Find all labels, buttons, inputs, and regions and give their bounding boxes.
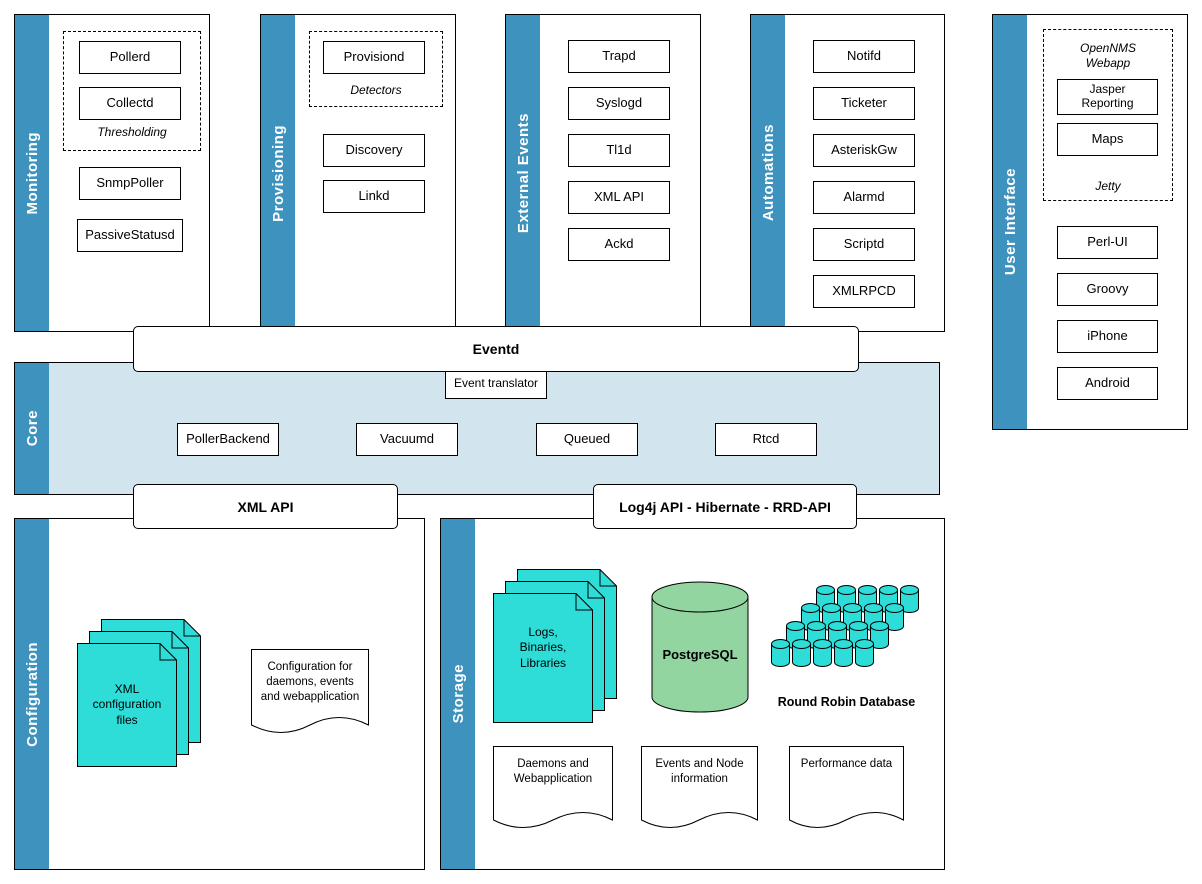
daemons-webapp-document-icon: Daemons and Webapplication	[493, 746, 613, 836]
detectors-caption: Detectors	[350, 83, 402, 97]
node-event-translator: Event translator	[445, 368, 547, 399]
user-interface-section: User Interface OpenNMS Webapp Jasper Rep…	[992, 14, 1188, 430]
node-perl-ui: Perl-UI	[1057, 226, 1158, 259]
node-pollerd: Pollerd	[79, 41, 181, 74]
node-ackd: Ackd	[568, 228, 670, 261]
xml-config-files-stack-icon: XML configuration files	[77, 619, 201, 767]
node-groovy: Groovy	[1057, 273, 1158, 306]
node-alarmd: Alarmd	[813, 181, 915, 214]
node-discovery: Discovery	[323, 134, 425, 167]
storage-section: Storage Logs, Binaries, Libraries	[440, 518, 945, 870]
node-asteriskgw: AsteriskGw	[813, 134, 915, 167]
jetty-group	[1043, 29, 1173, 201]
openNMS-webapp-title: OpenNMS Webapp	[1079, 41, 1137, 70]
node-ticketer: Ticketer	[813, 87, 915, 120]
eventd-bar: Eventd	[133, 326, 859, 372]
node-snmppoller: SnmpPoller	[79, 167, 181, 200]
provisioning-label-bar: Provisioning	[261, 15, 295, 331]
monitoring-label-bar: Monitoring	[15, 15, 49, 331]
automations-label: Automations	[759, 124, 777, 222]
jetty-caption: Jetty	[1095, 179, 1121, 193]
node-vacuumd: Vacuumd	[356, 423, 458, 456]
log4j-hibernate-rrd-api-bar: Log4j API - Hibernate - RRD-API	[593, 484, 857, 529]
external-events-label-bar: External Events	[506, 15, 540, 331]
xml-api-bar: XML API	[133, 484, 398, 529]
user-interface-label: User Interface	[1001, 168, 1019, 276]
postgresql-cylinder-icon: PostgreSQL	[651, 581, 749, 713]
logs-stack-icon: Logs, Binaries, Libraries	[493, 569, 617, 723]
node-xml-api: XML API	[568, 181, 670, 214]
thresholding-group	[63, 31, 201, 151]
node-pollerbackend: PollerBackend	[177, 423, 279, 456]
storage-label-bar: Storage	[441, 519, 475, 869]
performance-data-document-icon: Performance data	[789, 746, 904, 836]
node-jasper-reporting: Jasper Reporting	[1057, 79, 1158, 115]
node-android: Android	[1057, 367, 1158, 400]
node-trapd: Trapd	[568, 40, 670, 73]
node-rtcd: Rtcd	[715, 423, 817, 456]
configuration-section: Configuration XML configuration files	[14, 518, 425, 870]
core-label-bar: Core	[15, 363, 49, 494]
node-xmlrpcd: XMLRPCD	[813, 275, 915, 308]
node-queued: Queued	[536, 423, 638, 456]
document-page-icon	[493, 593, 593, 723]
events-node-document-icon: Events and Node information	[641, 746, 758, 836]
configuration-document-icon: Configuration for daemons, events and we…	[251, 649, 369, 741]
storage-label: Storage	[449, 664, 467, 724]
node-tl1d: Tl1d	[568, 134, 670, 167]
thresholding-caption: Thresholding	[97, 125, 167, 139]
node-notifd: Notifd	[813, 40, 915, 73]
configuration-label-bar: Configuration	[15, 519, 49, 869]
node-scriptd: Scriptd	[813, 228, 915, 261]
monitoring-section: Monitoring Pollerd Collectd Thresholding…	[14, 14, 210, 332]
node-provisiond: Provisiond	[323, 41, 425, 74]
user-interface-label-bar: User Interface	[993, 15, 1027, 429]
automations-section: Automations Notifd Ticketer AsteriskGw A…	[750, 14, 945, 332]
node-syslogd: Syslogd	[568, 87, 670, 120]
automations-label-bar: Automations	[751, 15, 785, 331]
provisioning-section: Provisioning Provisiond Detectors Discov…	[260, 14, 456, 332]
monitoring-label: Monitoring	[23, 131, 41, 215]
node-collectd: Collectd	[79, 87, 181, 120]
configuration-label: Configuration	[23, 641, 41, 747]
external-events-section: External Events Trapd Syslogd Tl1d XML A…	[505, 14, 701, 332]
rrd-label: Round Robin Database	[777, 695, 916, 709]
external-events-label: External Events	[514, 112, 532, 234]
node-maps: Maps	[1057, 123, 1158, 156]
node-iphone: iPhone	[1057, 320, 1158, 353]
provisioning-label: Provisioning	[269, 124, 287, 222]
core-label: Core	[23, 410, 41, 447]
document-page-icon	[77, 643, 177, 767]
detectors-group	[309, 31, 443, 107]
node-linkd: Linkd	[323, 180, 425, 213]
node-passivestatusd: PassiveStatusd	[77, 219, 183, 252]
rrd-cluster-icon	[771, 585, 921, 677]
